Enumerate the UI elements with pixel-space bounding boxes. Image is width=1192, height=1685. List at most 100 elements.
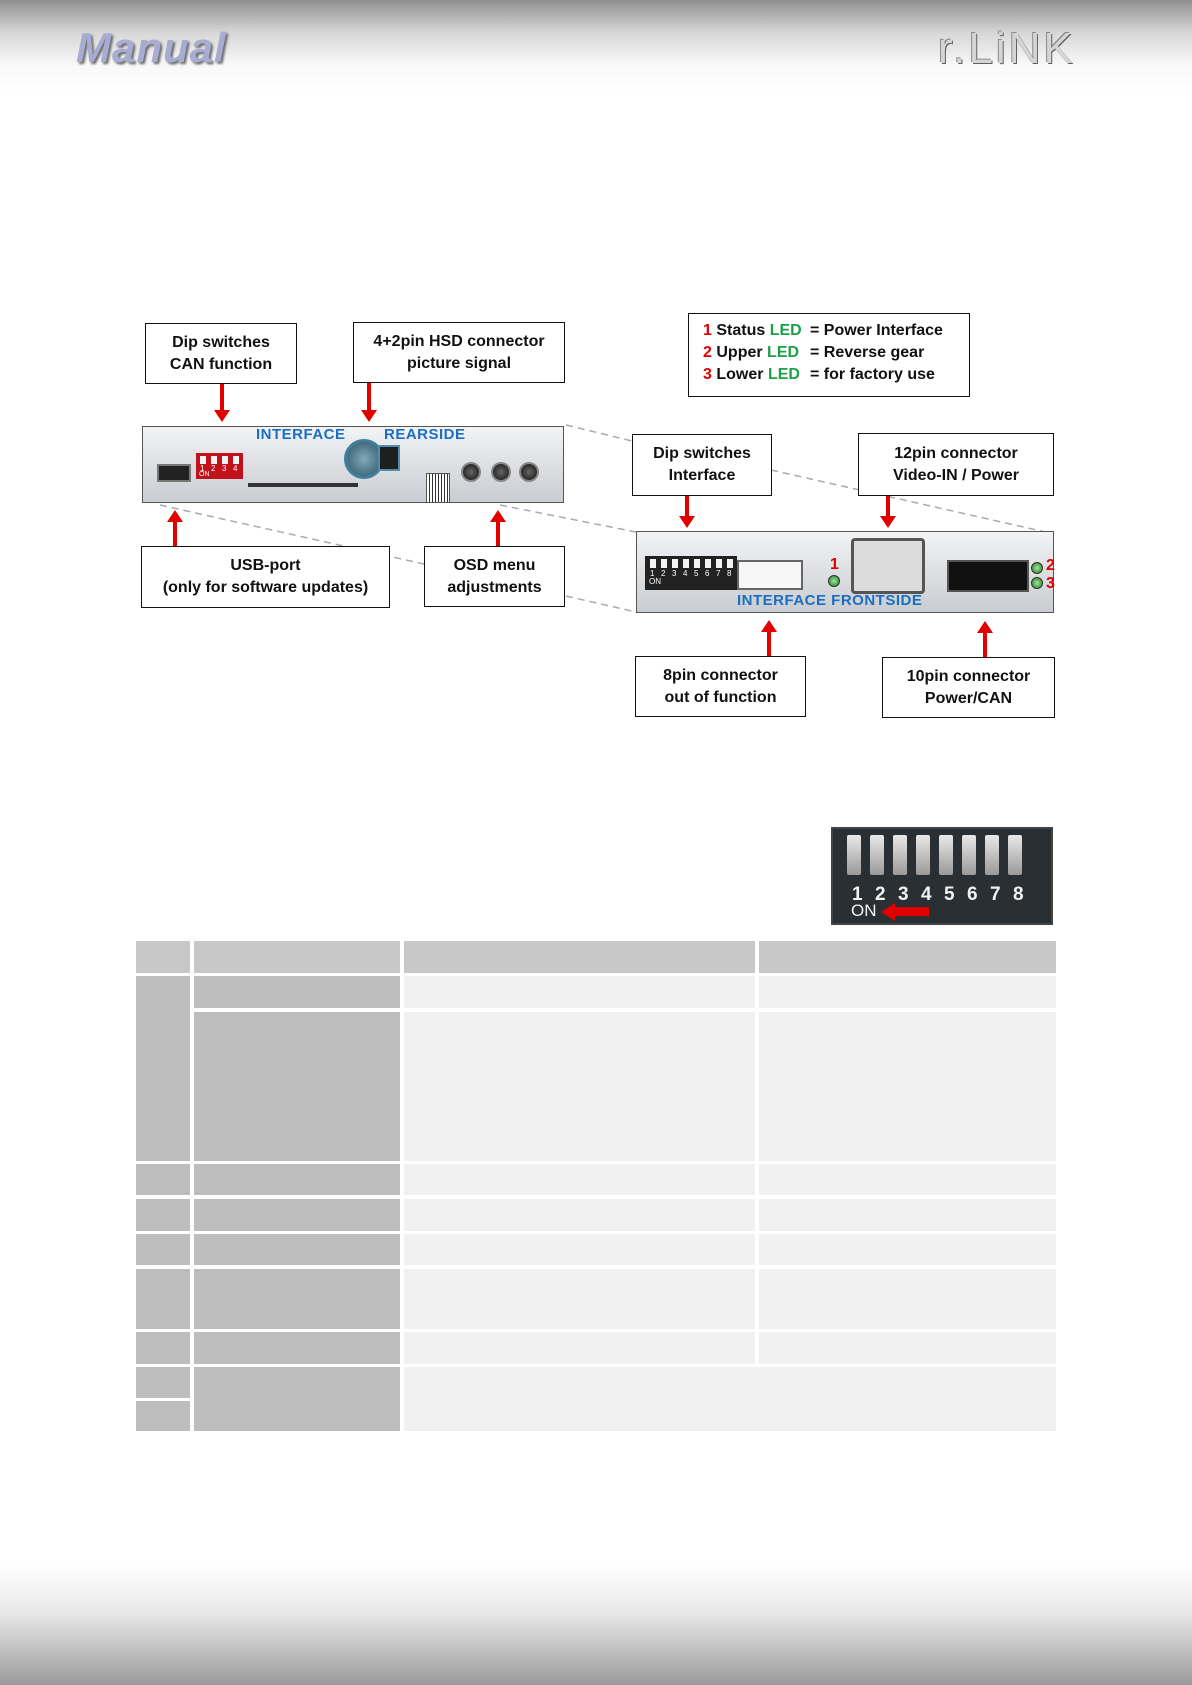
dip-photo-num: 5 — [944, 884, 955, 905]
table-cell — [136, 1367, 190, 1398]
legend-name: Status — [716, 322, 766, 339]
lower-led-icon — [1031, 577, 1043, 589]
front-dip-num-2: 2 — [661, 569, 666, 578]
on-direction-arrow-icon — [895, 907, 929, 916]
label-dip-switches-interface: Dip switches Interface — [632, 434, 772, 496]
rear-dip-num-1: 1 — [200, 464, 205, 473]
table-header-cell — [194, 941, 400, 973]
dip-photo-on-label: ON — [851, 901, 877, 920]
table-cell — [194, 1234, 400, 1265]
dip-photo-num: 3 — [898, 884, 909, 905]
label-8pin-connector: 8pin connector out of function — [635, 656, 806, 717]
table-header-cell — [404, 941, 755, 973]
rlink-logo: r.LiNK — [938, 24, 1076, 73]
arrow-osd — [490, 510, 506, 546]
table-cell — [194, 1367, 400, 1431]
label-dip-switches-can: Dip switches CAN function — [145, 323, 297, 384]
arrow-8pin — [761, 620, 777, 656]
osd-button-icon — [461, 462, 481, 482]
front-dip-num-6: 6 — [705, 569, 710, 578]
table-cell — [194, 1199, 400, 1231]
dip-switch-lever — [962, 835, 976, 875]
table-cell — [194, 976, 400, 1008]
status-led-icon — [828, 575, 840, 587]
table-cell — [404, 1234, 755, 1265]
rear-dip-num-3: 3 — [222, 464, 227, 473]
dip-switch-lever — [847, 835, 861, 875]
osd-button-icon — [491, 462, 511, 482]
label-hsd-connector: 4+2pin HSD connector picture signal — [353, 322, 565, 383]
table-cell — [759, 1012, 1056, 1161]
table-cell — [194, 1269, 400, 1329]
dip-photo-num: 6 — [967, 884, 978, 905]
table-cell — [404, 1012, 755, 1161]
front-dip-num-5: 5 — [694, 569, 699, 578]
arrow-dip-interface — [679, 496, 695, 528]
dip-switch-lever — [1008, 835, 1022, 875]
front-dip-num-7: 7 — [716, 569, 721, 578]
front-dip-num-8: 8 — [727, 569, 732, 578]
table-cell — [136, 1234, 190, 1265]
legend-num: 2 — [703, 344, 712, 361]
arrow-dip-can — [214, 384, 230, 422]
dip-photo-num: 4 — [921, 884, 932, 905]
table-cell — [136, 1164, 190, 1195]
table-cell — [404, 1164, 755, 1195]
pin10-connector-icon — [947, 560, 1029, 592]
table-cell — [136, 1199, 190, 1231]
label-12pin-connector: 12pin connector Video-IN / Power — [858, 433, 1054, 496]
legend-row: 3 Lower LED = for factory use — [703, 364, 969, 386]
legend-value: = for factory use — [810, 366, 935, 383]
legend-num: 1 — [703, 322, 712, 339]
legend-name: Upper — [716, 344, 763, 361]
hsd-clip-icon — [378, 445, 400, 471]
legend-num: 3 — [703, 366, 712, 383]
label-10pin-connector: 10pin connector Power/CAN — [882, 657, 1055, 718]
label-osd-menu: OSD menu adjustments — [424, 546, 565, 607]
dip-switch-lever — [939, 835, 953, 875]
table-cell — [194, 1164, 400, 1195]
rear-title-right: REARSIDE — [384, 426, 466, 443]
table-cell — [136, 1269, 190, 1329]
rear-dip-on: ON — [199, 471, 210, 478]
osd-button-icon — [519, 462, 539, 482]
table-cell — [759, 1234, 1056, 1265]
dip-switch-lever — [985, 835, 999, 875]
rear-dip-num-2: 2 — [211, 464, 216, 473]
dip-photo-num: 1 — [852, 884, 863, 905]
legend-led: LED — [767, 366, 800, 383]
page-header — [0, 0, 1192, 92]
hsd-connector-icon — [344, 439, 384, 479]
led-legend: 1 Status LED = Power Interface 2 Upper L… — [688, 313, 970, 397]
table-cell — [136, 1401, 190, 1431]
manual-logo: Manual — [76, 24, 227, 71]
page-footer — [0, 1565, 1192, 1685]
on-direction-arrow-head-icon — [881, 903, 895, 921]
legend-row: 1 Status LED = Power Interface — [703, 320, 969, 342]
rear-title-left: INTERFACE — [256, 426, 346, 443]
pin12-connector-icon — [851, 538, 925, 594]
dip-switch-photo: 1 2 3 4 5 6 7 8 ON — [831, 827, 1053, 925]
legend-led: LED — [767, 344, 800, 361]
arrow-hsd — [361, 383, 377, 422]
table-cell — [136, 976, 190, 1161]
legend-row: 2 Upper LED = Reverse gear — [703, 342, 969, 364]
dip-photo-num: 7 — [990, 884, 1001, 905]
table-cell — [759, 976, 1056, 1008]
table-cell — [136, 1332, 190, 1364]
interface-frontside: 1 2 3 4 5 6 7 8 ON 1 INTERFACE FRONTSIDE — [636, 531, 1054, 613]
rear-dip-switch-block: 1 2 3 4 ON — [196, 453, 243, 479]
table-cell — [404, 1332, 755, 1364]
table-cell — [404, 1367, 1056, 1431]
front-dip-num-4: 4 — [683, 569, 688, 578]
led-3-number: 3 — [1046, 575, 1055, 592]
dip-switch-lever — [870, 835, 884, 875]
dip-switch-lever — [916, 835, 930, 875]
barcode-sticker-icon — [426, 473, 450, 503]
table-cell — [404, 976, 755, 1008]
legend-value: = Reverse gear — [810, 344, 925, 361]
table-cell — [404, 1199, 755, 1231]
front-dip-num-1: 1 — [650, 569, 655, 578]
front-title: INTERFACE FRONTSIDE — [737, 592, 923, 609]
table-cell — [759, 1269, 1056, 1329]
